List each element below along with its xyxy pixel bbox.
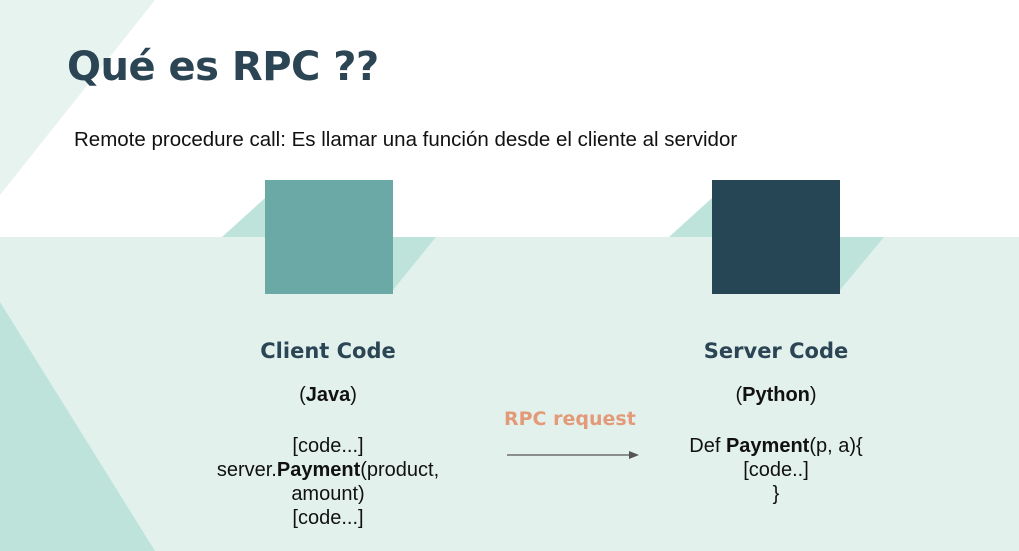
client-lang-open: ( — [299, 384, 306, 406]
bottom-left-shape — [0, 302, 155, 551]
server-def-keyword: Def — [689, 435, 726, 457]
rpc-request-label: RPC request — [504, 408, 636, 430]
client-code-line: amount) — [291, 483, 365, 505]
client-call-prefix: server. — [216, 459, 277, 481]
client-code-call-line: server.Payment(product, — [178, 458, 478, 482]
server-box-shadow-right — [840, 237, 884, 290]
rpc-arrow — [507, 451, 639, 459]
top-left-shape — [0, 0, 155, 195]
server-def-method: Payment — [725, 435, 810, 457]
rpc-arrowhead — [629, 451, 639, 459]
server-box — [712, 180, 840, 294]
client-language: (Java) — [178, 384, 478, 407]
server-def-args: (p, a){ — [809, 435, 863, 457]
client-box-shadow-right — [393, 237, 436, 290]
server-lang-open: ( — [735, 384, 743, 406]
client-box-shadow-left — [222, 198, 265, 237]
slide-subtitle: Remote procedure call: Es llamar una fun… — [74, 128, 738, 151]
lower-panel — [0, 237, 1019, 551]
server-box-shadow-left — [669, 198, 712, 237]
client-code-line: [code...] — [292, 435, 364, 457]
server-code: Def Payment(p, a){ [code..] } — [626, 434, 926, 506]
client-lang-name: Java — [305, 384, 351, 406]
client-lang-close: ) — [350, 384, 357, 406]
server-lang-name: Python — [742, 384, 810, 406]
server-lang-close: ) — [809, 384, 817, 406]
client-heading: Client Code — [260, 339, 396, 363]
server-code-line: [code..] — [743, 459, 809, 481]
client-call-args: (product, — [360, 459, 440, 481]
server-code-def-line: Def Payment(p, a){ — [626, 434, 926, 458]
server-heading: Server Code — [703, 339, 849, 363]
server-language: (Python) — [626, 384, 926, 407]
client-box — [265, 180, 393, 294]
client-call-method: Payment — [276, 459, 361, 481]
client-code: [code...] server.Payment(product, amount… — [178, 434, 478, 530]
server-code-line: } — [772, 483, 780, 505]
slide-title: Qué es RPC ?? — [67, 44, 379, 90]
client-code-line: [code...] — [292, 507, 364, 529]
